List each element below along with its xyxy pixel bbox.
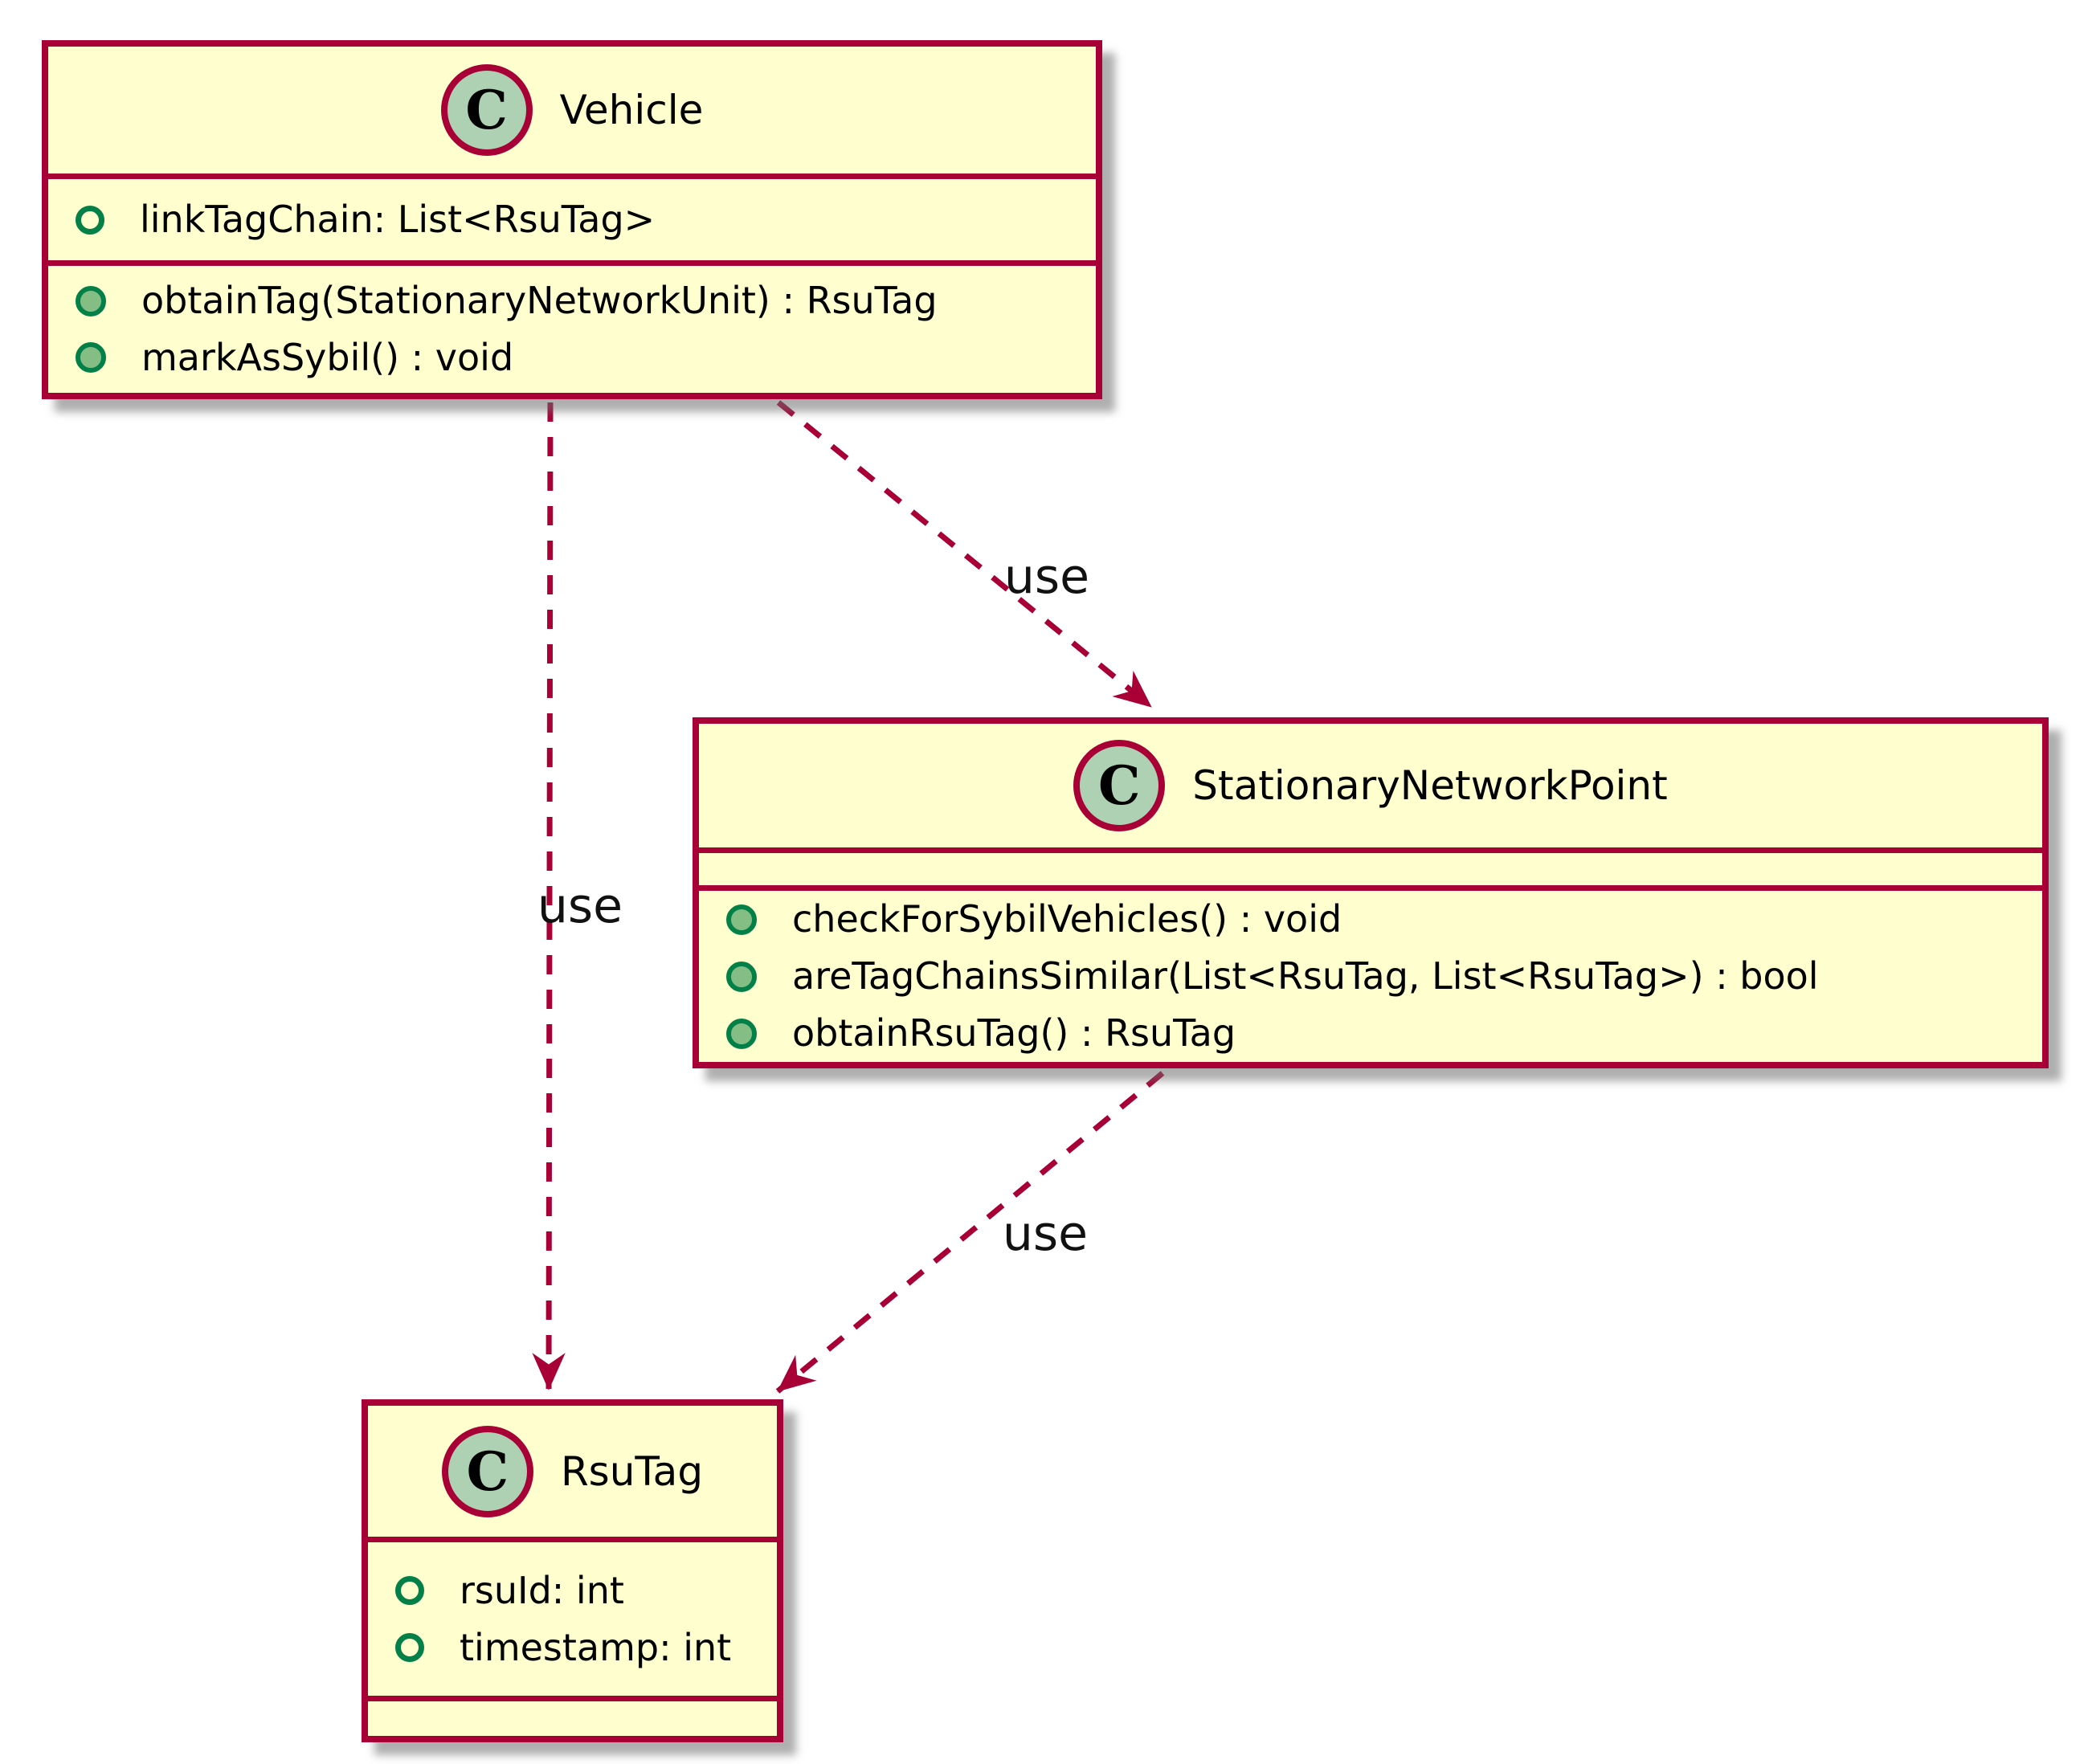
attributes-section-empty: [699, 853, 2042, 885]
private-field-icon: [395, 1576, 424, 1606]
class-box-rsutag: C RsuTag rsuId: int timestamp: int: [362, 1399, 783, 1742]
class-header-vehicle: C Vehicle: [48, 47, 1096, 179]
method-row: obtainTag(StationaryNetworkUnit) : RsuTa…: [48, 272, 1096, 329]
public-method-icon: [726, 904, 757, 935]
use-label-vehicle-rsutag: use: [537, 878, 623, 934]
attributes-section: linkTagChain: List<RsuTag>: [48, 179, 1096, 260]
method-row: markAsSybil() : void: [48, 329, 1096, 386]
class-badge-icon: C: [440, 64, 533, 156]
methods-section: checkForSybilVehicles() : void areTagCha…: [699, 885, 2042, 1062]
use-label-snp-rsutag: use: [1002, 1206, 1089, 1262]
attribute-row: rsuId: int: [368, 1562, 777, 1619]
method-row: areTagChainsSimilar(List<RsuTag, List<Rs…: [699, 948, 2042, 1005]
private-field-icon: [76, 205, 104, 235]
method-text: markAsSybil() : void: [141, 336, 514, 379]
public-method-icon: [726, 961, 757, 992]
class-name: StationaryNetworkPoint: [1192, 762, 1668, 809]
method-text: checkForSybilVehicles() : void: [792, 897, 1342, 941]
arrow-stationarynetworkpoint-to-rsutag: [775, 1071, 1165, 1394]
class-header-stationarynetworkpoint: C StationaryNetworkPoint: [699, 724, 2042, 853]
attribute-row: linkTagChain: List<RsuTag>: [48, 191, 1096, 248]
method-row: checkForSybilVehicles() : void: [699, 891, 2042, 948]
class-name: Vehicle: [559, 87, 704, 133]
use-label-vehicle-snp: use: [1003, 549, 1090, 605]
class-box-vehicle: C Vehicle linkTagChain: List<RsuTag> obt…: [42, 40, 1102, 399]
method-text: areTagChainsSimilar(List<RsuTag, List<Rs…: [792, 954, 1819, 998]
class-badge-icon: C: [441, 1425, 533, 1517]
method-row: obtainRsuTag() : RsuTag: [699, 1005, 2042, 1062]
class-header-rsutag: C RsuTag: [368, 1406, 777, 1542]
attribute-text: timestamp: int: [460, 1625, 732, 1669]
method-text: obtainTag(StationaryNetworkUnit) : RsuTa…: [141, 279, 938, 323]
class-box-stationarynetworkpoint: C StationaryNetworkPoint checkForSybilVe…: [693, 717, 2049, 1068]
method-text: obtainRsuTag() : RsuTag: [792, 1011, 1236, 1056]
attribute-text: linkTagChain: List<RsuTag>: [140, 198, 656, 242]
private-field-icon: [395, 1632, 424, 1662]
attribute-text: rsuId: int: [460, 1568, 624, 1612]
public-method-icon: [726, 1018, 757, 1049]
class-name: RsuTag: [560, 1448, 704, 1495]
public-method-icon: [76, 285, 106, 316]
class-badge-icon: C: [1073, 740, 1166, 831]
attributes-section: rsuId: int timestamp: int: [368, 1542, 777, 1696]
arrow-vehicle-to-stationarynetworkpoint: [776, 400, 1154, 709]
attribute-row: timestamp: int: [368, 1619, 777, 1676]
methods-section-empty: [368, 1696, 777, 1736]
methods-section: obtainTag(StationaryNetworkUnit) : RsuTa…: [48, 260, 1096, 393]
public-method-icon: [76, 342, 106, 374]
